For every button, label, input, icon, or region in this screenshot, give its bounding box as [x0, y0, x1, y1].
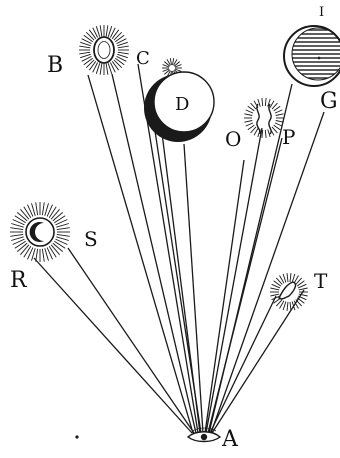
label-D: D — [175, 94, 189, 115]
radiance-spike — [86, 60, 94, 68]
radiance-spike — [53, 243, 63, 252]
radiance-spike — [246, 123, 253, 126]
radiance-spike — [20, 209, 29, 219]
radiance-spike — [118, 46, 129, 48]
radiance-spike — [272, 103, 277, 109]
label-S: S — [84, 227, 98, 251]
radiance-spike — [54, 216, 65, 223]
label-P: P — [282, 125, 295, 149]
radiance-spike — [274, 106, 281, 111]
radiance-spike — [287, 273, 288, 282]
radiance-spike — [292, 274, 295, 283]
radiance-spike — [118, 52, 129, 54]
radiance-spike — [254, 128, 258, 135]
radiance-spike — [106, 64, 108, 75]
radiance-spike — [114, 60, 122, 68]
radiant-figure-t-icon — [270, 273, 308, 311]
ray-from-S — [68, 248, 194, 433]
label-I: I — [319, 5, 324, 20]
radiance-spike — [114, 32, 122, 40]
ray-from-T-left — [210, 296, 276, 433]
radiance-spike — [270, 294, 279, 296]
radiance-spike — [270, 288, 279, 290]
radiance-spike — [51, 209, 60, 219]
label-C: C — [136, 48, 150, 69]
radiance-spike — [276, 121, 284, 123]
radiance-spike — [251, 127, 256, 133]
radiance-spike — [275, 110, 282, 113]
radiance-spike — [49, 207, 56, 218]
radiance-spike — [49, 246, 56, 257]
radiance-spike — [244, 121, 252, 123]
radiance-spike — [17, 243, 27, 252]
radiance-spike — [10, 228, 23, 230]
radiance-spike — [42, 202, 44, 215]
radiance-spike — [10, 234, 23, 236]
radiance-spike — [272, 127, 277, 133]
radiance-spike — [276, 114, 284, 116]
radiance-spike — [290, 302, 291, 311]
ray-from-D-left — [153, 118, 201, 433]
radiance-spike — [53, 212, 63, 221]
label-B: B — [47, 53, 63, 78]
ray-from-P-left — [206, 128, 262, 433]
radiance-spike — [274, 125, 281, 130]
radiance-spike — [290, 273, 291, 282]
radiance-spike — [248, 125, 255, 130]
radiance-spike — [20, 245, 29, 255]
label-T: T — [314, 269, 328, 293]
radiance-spike — [265, 130, 266, 138]
radiance-spike — [100, 64, 102, 75]
radiant-sun-icon — [79, 25, 129, 75]
radiance-spike — [248, 106, 255, 111]
radiance-spike — [283, 302, 286, 311]
radiance-spike — [24, 207, 31, 218]
radiance-spike — [15, 241, 26, 248]
radiance-spike — [283, 274, 286, 283]
radiance-spike — [262, 98, 263, 106]
radiance-spike — [24, 246, 31, 257]
radiant-figure-icon — [244, 98, 284, 138]
radiance-spike — [57, 228, 70, 230]
radiance-spike — [287, 302, 288, 311]
radiance-spike — [17, 212, 27, 221]
ink-dot — [75, 435, 78, 438]
radiance-spike — [173, 58, 174, 65]
label-R: R — [10, 268, 28, 293]
label-O: O — [225, 127, 241, 151]
radiance-spike — [106, 25, 108, 36]
radiance-spike — [251, 103, 256, 109]
radiance-spike — [270, 101, 274, 108]
radiance-spike — [100, 25, 102, 36]
radiance-spike — [265, 98, 266, 106]
radiance-spike — [15, 216, 26, 223]
radiance-spike — [299, 288, 308, 290]
shaded-moon-icon — [284, 26, 340, 86]
label-G: G — [320, 89, 338, 114]
radiance-spike — [246, 110, 253, 113]
radiance-spike — [170, 58, 171, 65]
radiance-spike — [42, 249, 44, 262]
radiant-crescent-icon — [10, 202, 70, 262]
radiance-spike — [51, 245, 60, 255]
ray-from-D-center — [184, 144, 203, 433]
radiance-spike — [86, 32, 94, 40]
radiance-spike — [258, 99, 261, 107]
radiance-spike — [79, 46, 90, 48]
radiance-spike — [54, 241, 65, 248]
ray-from-R — [34, 258, 192, 433]
label-A: A — [221, 427, 239, 452]
radiance-spike — [244, 114, 252, 116]
radiance-spike — [36, 249, 38, 262]
radiance-spike — [36, 202, 38, 215]
radiance-spike — [79, 52, 90, 54]
ray-from-G-left — [209, 84, 292, 433]
radiance-spike — [57, 234, 70, 236]
